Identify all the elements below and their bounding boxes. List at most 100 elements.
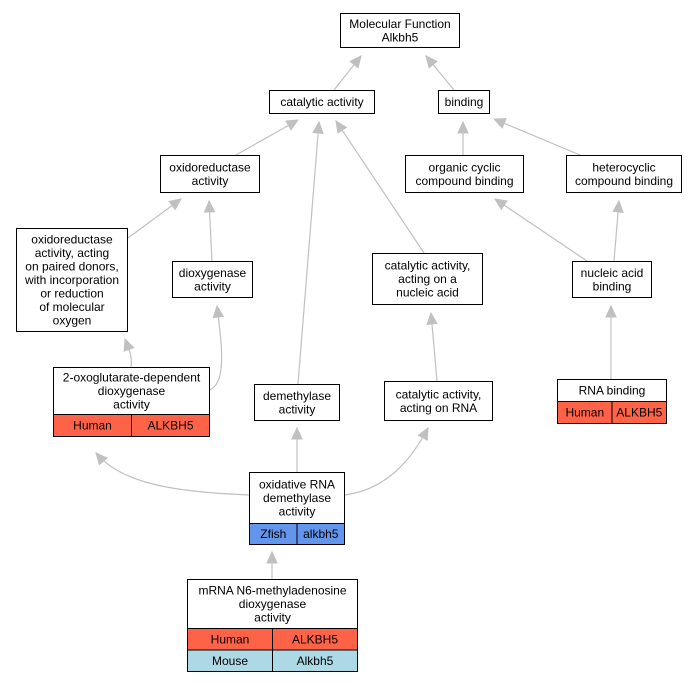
arrowhead — [168, 198, 182, 211]
edge-oxidative_rna-to-demethylase — [291, 426, 303, 472]
edge-line — [343, 427, 429, 496]
arrowhead — [605, 304, 617, 318]
gene-cell — [611, 401, 667, 424]
node-label-line: oxidoreductase — [169, 160, 251, 174]
node-box — [340, 13, 460, 48]
arrowhead — [203, 199, 216, 213]
node-label-line: demethylase — [263, 389, 331, 403]
edge-oxoglutarate-to-dioxygenase — [208, 304, 225, 391]
arrowhead — [349, 55, 362, 69]
edge-binding-to-root — [425, 55, 455, 91]
node-label-line: RNA binding — [579, 384, 646, 398]
node-label-line: oxygen — [53, 314, 92, 328]
arrowhead — [494, 198, 508, 211]
node-box — [269, 90, 375, 114]
go-term-binding[interactable]: binding — [438, 90, 490, 114]
gene-label: ALKBH5 — [147, 419, 193, 433]
arrowhead — [95, 452, 108, 466]
go-term-catalytic[interactable]: catalytic activity — [269, 90, 375, 114]
edge-oxoglutarate-to-oxido_paired — [123, 337, 135, 368]
edge-nucleic_binding-to-heterocyclic — [612, 199, 624, 262]
go-term-oxoglutarate[interactable]: 2-oxoglutarate-dependentdioxygenaseactiv… — [53, 367, 210, 437]
node-box — [566, 155, 682, 193]
gene-cell — [131, 414, 210, 437]
node-label-line: dioxygenase — [239, 597, 307, 611]
node-label-line: acting on a — [398, 272, 457, 286]
arrowhead — [417, 426, 429, 441]
edge-line — [235, 119, 299, 156]
node-label-line: activity, acting — [35, 246, 109, 260]
node-label-line: activity — [192, 174, 229, 188]
node-box — [172, 261, 253, 298]
gene-cell — [272, 649, 358, 672]
node-label-line: catalytic activity, — [385, 259, 471, 273]
node-box — [16, 228, 128, 332]
gene-label: alkbh5 — [303, 527, 339, 541]
arrowhead — [492, 118, 507, 129]
arrowhead — [425, 55, 438, 69]
node-box — [160, 155, 260, 193]
node-label-line: 2-oxoglutarate-dependent — [63, 371, 201, 385]
gene-cell — [296, 523, 345, 545]
node-label-line: nucleic acid — [396, 286, 459, 300]
node-label-line: with incorporation — [24, 273, 119, 287]
annotation-row-mouse: Mouse Alkbh5 — [187, 649, 358, 672]
node-label-line: catalytic activity, — [396, 387, 482, 401]
annotation-row-zfish: Zfish alkbh5 — [249, 523, 345, 545]
node-label-line: Alkbh5 — [382, 30, 419, 44]
edge-dioxygenase-to-oxidoreductase — [203, 199, 216, 262]
arrowhead — [123, 337, 135, 352]
node-label-line: compound binding — [415, 174, 513, 188]
edge-rna_binding-to-nucleic_binding — [605, 304, 617, 379]
arrowhead — [612, 199, 624, 213]
node-label-line: nucleic acid — [581, 266, 644, 280]
arrowhead — [266, 550, 278, 564]
arrowhead — [285, 119, 300, 131]
node-box — [572, 261, 652, 298]
go-term-m6a[interactable]: mRNA N6-methyladenosinedioxygenaseactivi… — [187, 579, 358, 672]
node-label-line: acting on RNA — [400, 401, 477, 415]
edge-oxidative_rna-to-cat_rna — [343, 426, 429, 496]
edge-line — [208, 305, 223, 391]
gene-label: ALKBH5 — [292, 632, 338, 646]
annotation-row-human: Human ALKBH5 — [53, 414, 210, 437]
species-label: Mouse — [212, 654, 248, 668]
gene-label: Alkbh5 — [297, 654, 334, 668]
edge-oxidative_rna-to-oxoglutarate — [95, 452, 250, 496]
go-term-cat-rna[interactable]: catalytic activity,acting on RNA — [384, 381, 493, 421]
edge-cat_rna-to-cat_nucleic — [426, 311, 438, 382]
node-label-line: activity — [254, 611, 291, 625]
species-label: Human — [73, 419, 112, 433]
node-label-line: Molecular Function — [349, 17, 450, 31]
gene-label: ALKBH5 — [616, 406, 662, 420]
edge-organic_cyclic-to-binding — [457, 120, 469, 155]
arrowhead — [426, 311, 438, 325]
edge-oxido_paired-to-oxidoreductase — [127, 198, 182, 239]
arrowhead — [312, 120, 324, 134]
node-label-line: binding — [593, 279, 632, 293]
node-box — [372, 253, 483, 305]
species-label: Zfish — [260, 527, 286, 541]
node-label-line: activity — [279, 505, 316, 519]
arrowhead — [291, 426, 303, 440]
node-label-line: dioxygenase — [179, 266, 247, 280]
arrowhead — [212, 304, 225, 319]
node-label-line: of molecular — [39, 300, 104, 314]
node-label-line: dioxygenase — [98, 384, 166, 398]
node-label-line: activity — [113, 398, 150, 412]
edge-line — [297, 121, 320, 385]
node-label-line: activity — [279, 402, 316, 416]
node-box — [384, 381, 493, 421]
